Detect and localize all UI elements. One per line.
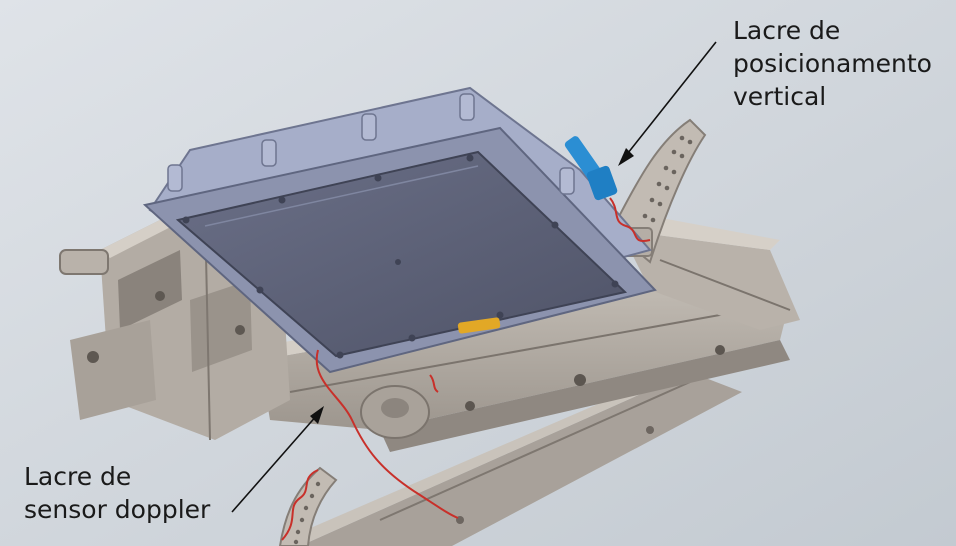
callout-doppler-sensor-seal: Lacre de sensor doppler	[24, 460, 210, 526]
callout-line: Lacre de	[733, 16, 841, 45]
doppler-sensor-seal-wire	[281, 349, 459, 541]
callout-line: posicionamento	[733, 49, 932, 78]
lower-support-arm	[292, 360, 742, 546]
radar-enclosure	[142, 86, 657, 374]
callout-line: vertical	[733, 82, 827, 111]
pivot-hub	[360, 385, 430, 439]
doppler-adjustment-plate	[278, 466, 338, 546]
callout-vertical-positioning-seal: Lacre de posicionamento vertical	[733, 14, 932, 113]
leader-line-doppler-seal	[231, 406, 324, 513]
label-plate	[457, 317, 501, 334]
callout-line: Lacre de	[24, 462, 132, 491]
vertical-positioning-seal	[564, 136, 651, 242]
leader-line-vertical-seal	[618, 41, 717, 166]
callout-line: sensor doppler	[24, 495, 211, 524]
